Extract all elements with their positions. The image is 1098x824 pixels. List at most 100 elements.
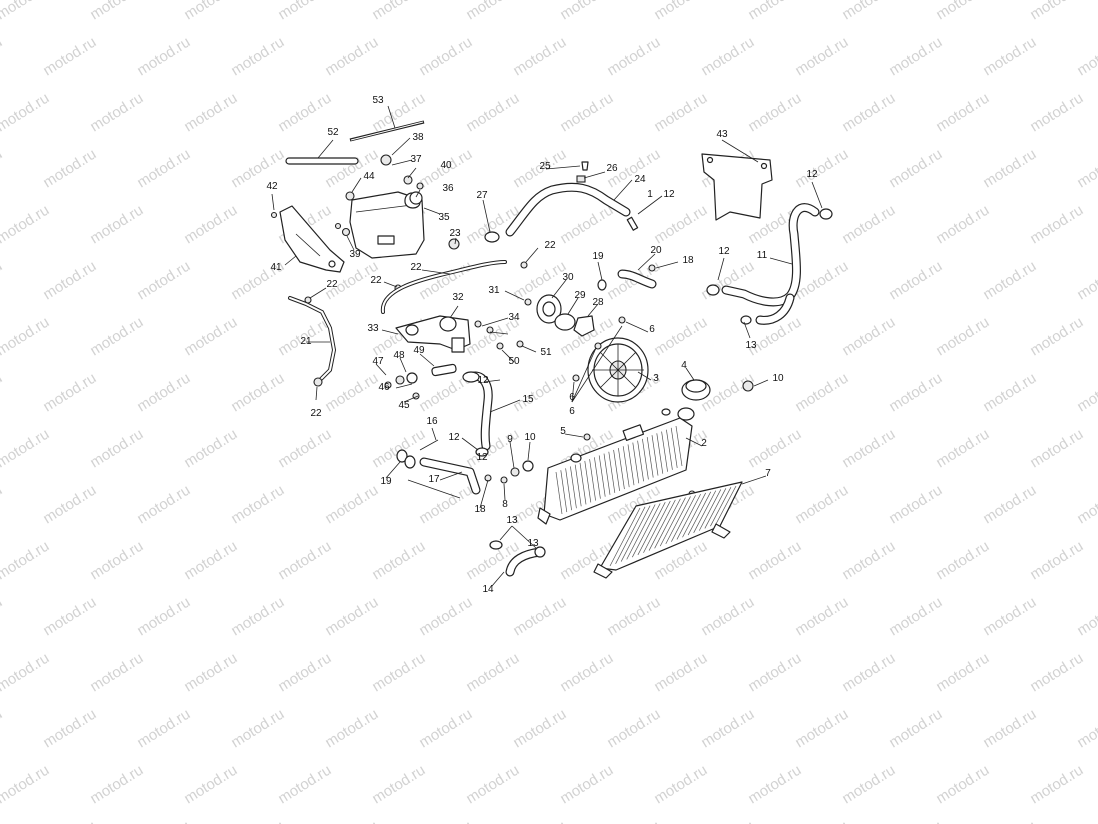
watermark-text: motod.ru (1074, 370, 1098, 416)
watermark-text: motod.ru (40, 146, 99, 192)
callout-number: 26 (606, 163, 618, 174)
watermark-text: motod.ru (87, 0, 146, 23)
part-4-cap (681, 379, 711, 401)
callout-number: 43 (716, 129, 728, 140)
callout-number: 25 (539, 161, 551, 172)
callout-number: 48 (393, 350, 405, 361)
guard-mesh-line (626, 504, 656, 560)
watermark-text: motod.ru (275, 90, 334, 136)
callout-number: 9 (507, 434, 513, 445)
part-28-clamp (484, 231, 500, 243)
callout-number: 49 (413, 345, 425, 356)
watermark-text: motod.ru (651, 90, 710, 136)
guard-mesh-line (648, 499, 676, 551)
callout-number: 42 (266, 181, 278, 192)
watermark-text: motod.ru (651, 202, 710, 248)
watermark-text: motod.ru (0, 258, 5, 304)
watermark-text: motod.ru (980, 818, 1039, 824)
callout-number: 13 (527, 538, 539, 549)
callout-number: 22 (544, 240, 556, 251)
callout-number: 45 (398, 400, 410, 411)
watermark-text: motod.ru (604, 594, 663, 640)
watermark-text: motod.ru (87, 762, 146, 808)
part-3-fan (572, 337, 649, 403)
part-11-hose (706, 203, 833, 325)
callout-number: 41 (270, 262, 282, 273)
watermark-text: motod.ru (792, 594, 851, 640)
radiator-fin (637, 440, 644, 482)
part-42-bracket (279, 205, 345, 273)
watermark-text: motod.ru (181, 314, 240, 360)
watermark-text: motod.ru (416, 706, 475, 752)
watermark-text: motod.ru (87, 202, 146, 248)
watermark-text: motod.ru (181, 650, 240, 696)
watermark-text: motod.ru (1074, 706, 1098, 752)
guard-mesh-line (693, 490, 717, 534)
watermark-text: motod.ru (0, 0, 52, 23)
watermark-text: motod.ru (1027, 202, 1086, 248)
callout-number: 37 (410, 154, 422, 165)
radiator-fin (651, 435, 659, 476)
callout-number: 2 (701, 438, 707, 449)
callout-number: 51 (540, 347, 552, 358)
watermark-text: motod.ru (322, 818, 381, 824)
watermark-text: motod.ru (181, 202, 240, 248)
watermark-text: motod.ru (181, 762, 240, 808)
guard-mesh-line (659, 497, 686, 547)
radiator-fin (594, 457, 601, 499)
watermark-text: motod.ru (463, 650, 522, 696)
callout-number: 4 (681, 360, 687, 371)
watermark-text: motod.ru (0, 146, 5, 192)
callout-number: 6 (649, 324, 655, 335)
watermark-text: motod.ru (134, 482, 193, 528)
callout-number: 13 (506, 515, 518, 526)
watermark-text: motod.ru (40, 258, 99, 304)
part-7-guard (593, 481, 743, 579)
callout-number: 3 (653, 373, 659, 384)
watermark-text: motod.ru (87, 650, 146, 696)
watermark-text: motod.ru (228, 482, 287, 528)
guard-mesh-line (715, 485, 737, 525)
watermark-text: motod.ru (980, 482, 1039, 528)
watermark-text: motod.ru (980, 258, 1039, 304)
radiator-fin (574, 464, 582, 507)
callout-number: 23 (449, 228, 461, 239)
watermark-text: motod.ru (651, 314, 710, 360)
radiator-fin (632, 442, 640, 484)
watermark-text: motod.ru (40, 482, 99, 528)
watermark-text: motod.ru (181, 0, 240, 23)
watermark-text: motod.ru (0, 538, 52, 584)
watermark-text: motod.ru (134, 146, 193, 192)
watermark-text: motod.ru (1074, 594, 1098, 640)
part-50-pipe (384, 363, 457, 400)
watermark-text: motod.ru (0, 34, 5, 80)
callout-number: 20 (650, 245, 662, 256)
callout-number: 1 (647, 189, 653, 200)
watermark-text: motod.ru (745, 650, 804, 696)
watermark-text: motod.ru (369, 426, 428, 472)
watermark-text: motod.ru (839, 0, 898, 23)
callout-number: 19 (592, 251, 604, 262)
watermark-text: motod.ru (369, 650, 428, 696)
watermark-text: motod.ru (322, 146, 381, 192)
watermark-text: motod.ru (698, 706, 757, 752)
watermark-text: motod.ru (510, 370, 569, 416)
watermark-text: motod.ru (839, 202, 898, 248)
callout-number: 22 (410, 262, 422, 273)
watermark-text: motod.ru (1027, 762, 1086, 808)
watermark-text: motod.ru (792, 818, 851, 824)
radiator-fin (608, 451, 616, 493)
callout-number: 36 (442, 183, 454, 194)
watermark-text: motod.ru (463, 0, 522, 23)
callout-number: 50 (508, 356, 520, 367)
watermark-text: motod.ru (510, 34, 569, 80)
guard-mesh-line (676, 493, 701, 540)
watermark-text: motod.ru (1027, 426, 1086, 472)
watermark-text: motod.ru (322, 706, 381, 752)
part-33-pump (395, 315, 524, 353)
watermark-text: motod.ru (87, 90, 146, 136)
callout-number: 14 (482, 584, 494, 595)
watermark-text: motod.ru (886, 146, 945, 192)
watermark-text: motod.ru (416, 34, 475, 80)
